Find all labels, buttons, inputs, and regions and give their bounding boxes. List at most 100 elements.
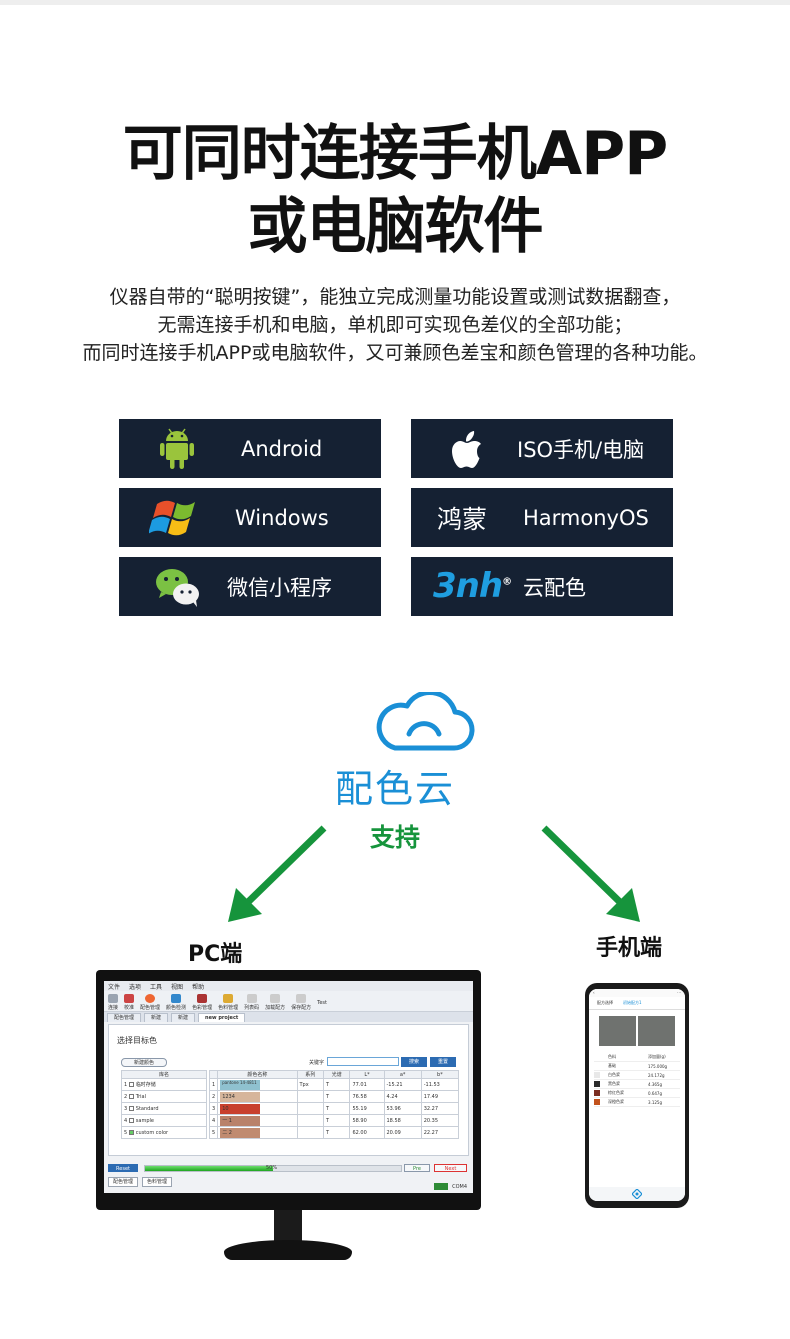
save-icon — [296, 994, 307, 1003]
pigment-swatch — [594, 1099, 600, 1105]
library-row[interactable]: 5 custom color — [121, 1126, 207, 1139]
toolbar-test-button[interactable]: Test — [317, 1000, 327, 1011]
pigment-name: 白色浆 — [608, 1072, 620, 1077]
checkbox-checked[interactable] — [128, 1129, 134, 1135]
platform-3nh-label: 云配色 — [523, 575, 586, 600]
menu-view[interactable]: 视图 — [171, 983, 184, 991]
cell-spectrum: T — [322, 1102, 351, 1115]
table-row[interactable]: 3 10 T 55.19 53.96 32.27 — [208, 1102, 460, 1115]
tab-new-1[interactable]: 新建 — [144, 1013, 169, 1022]
menu-file[interactable]: 文件 — [108, 983, 121, 991]
back-icon[interactable]: ‹ — [593, 990, 595, 995]
reset-small-button[interactable]: Reset — [108, 1164, 138, 1172]
library-row[interactable]: 3 Standard — [121, 1102, 207, 1115]
toolbar-list-button[interactable]: 列表码 — [244, 994, 259, 1011]
toolbar-connect-button[interactable]: 连接 — [108, 994, 118, 1011]
standard-swatch — [598, 1015, 637, 1047]
more-icon[interactable]: ⋯ — [677, 990, 681, 995]
toolbar-color-label: 色彩管理 — [192, 1005, 213, 1011]
android-icon — [160, 428, 194, 469]
toolbar-load-button[interactable]: 加载配方 — [265, 994, 285, 1011]
tab-new-2[interactable]: 新建 — [171, 1013, 196, 1022]
wechat-icon — [156, 569, 199, 607]
checkbox[interactable] — [128, 1093, 134, 1099]
table-row[interactable]: 5 二 2 T 62.00 20.09 22.27 — [208, 1126, 460, 1139]
progress-fill — [145, 1166, 273, 1171]
pigment-amount: 添加量(g) — [648, 1054, 666, 1059]
status-bar: COM4 — [434, 1183, 467, 1190]
pc-software-screen: 文件 选项 工具 视图 帮助 连接 校准 配色管理 颜色检测 色彩管理 色料管理… — [104, 981, 473, 1193]
description-line3: 而同时连接手机APP或电脑软件，又可兼顾色差宝和颜色管理的各种功能。 — [82, 342, 708, 364]
cell-b: 20.35 — [420, 1114, 460, 1127]
library-row[interactable]: 1 临时存储 — [121, 1078, 207, 1091]
next-button[interactable]: Next — [434, 1164, 467, 1172]
platform-wechat-label: 微信小程序 — [227, 575, 332, 600]
toolbar-material-button[interactable]: 色料管理 — [218, 994, 238, 1011]
apple-icon — [452, 431, 481, 468]
library-row[interactable]: 2 Trial — [121, 1090, 207, 1103]
bottom-tab-material[interactable]: 色料管理 — [142, 1177, 173, 1187]
platform-ios-label: ISO手机/电脑 — [517, 437, 645, 462]
progress-bar — [144, 1165, 402, 1172]
menu-help[interactable]: 帮助 — [192, 983, 205, 991]
material-icon — [223, 994, 234, 1003]
library-header: 库名 — [121, 1070, 207, 1079]
platform-wechat: 微信小程序 — [119, 557, 381, 616]
app-main-panel: 选择目标色 新建颜色 关键字 搜索 重置 库名 1 临时存储 2 Trial 3… — [108, 1024, 469, 1156]
platform-3nh: 3nh® 云配色 — [411, 557, 673, 616]
cell-a: 20.09 — [383, 1126, 422, 1139]
cloud-service-name: 配色云 — [334, 767, 455, 811]
home-diamond-icon[interactable] — [632, 1189, 642, 1199]
cell-l: 77.01 — [349, 1078, 385, 1091]
library-row[interactable]: 4 sample — [121, 1114, 207, 1127]
color-manage-icon — [197, 994, 208, 1003]
col-series: 系列 — [296, 1070, 324, 1079]
phone-tab-formula[interactable]: 初始配方1 — [623, 1000, 642, 1005]
checkbox[interactable] — [128, 1082, 134, 1087]
color-swatch: 一 1 — [220, 1115, 261, 1126]
col-a: a* — [383, 1070, 422, 1079]
pigment-swatch — [594, 1081, 600, 1087]
toolbar-formula-button[interactable]: 配色管理 — [140, 994, 160, 1011]
connect-icon — [108, 994, 118, 1003]
bottom-tab-formula[interactable]: 配色管理 — [108, 1177, 139, 1187]
calibrate-icon — [124, 994, 135, 1003]
checkbox[interactable] — [128, 1117, 134, 1123]
reset-button[interactable]: 重置 — [430, 1057, 456, 1067]
tab-formula[interactable]: 配色管理 — [107, 1013, 142, 1022]
toolbar-calibrate-button[interactable]: 校准 — [124, 994, 134, 1011]
table-row[interactable]: 2 1234 T 76.58 4.24 17.49 — [208, 1090, 460, 1103]
tab-new-project[interactable]: new project — [198, 1013, 246, 1022]
cell-l: 76.58 — [349, 1090, 385, 1103]
table-row[interactable]: 4 一 1 T 58.90 18.58 20.35 — [208, 1114, 460, 1127]
checkbox[interactable] — [128, 1105, 134, 1111]
toolbar-save-button[interactable]: 保存配方 — [291, 994, 311, 1011]
menu-options[interactable]: 选项 — [129, 983, 142, 991]
cell-series: Tpx — [296, 1078, 324, 1091]
app-menu-bar: 文件 选项 工具 视图 帮助 — [104, 981, 473, 991]
status-port: COM4 — [452, 1183, 467, 1190]
keyword-input[interactable] — [327, 1057, 399, 1066]
color-compare-block — [598, 1015, 676, 1047]
toolbar-detect-button[interactable]: 颜色检测 — [166, 994, 186, 1011]
phone-label: 手机端 — [596, 936, 663, 961]
menu-tools[interactable]: 工具 — [150, 983, 163, 991]
cell-series — [296, 1090, 324, 1103]
phone-tab-select[interactable]: 配方选择 — [597, 1000, 613, 1005]
new-color-button[interactable]: 新建颜色 — [121, 1058, 167, 1067]
app-toolbar: 连接 校准 配色管理 颜色检测 色彩管理 色料管理 列表码 加载配方 保存配方 … — [104, 991, 473, 1012]
col-name: 颜色名称 — [217, 1070, 298, 1079]
cloud-icon — [376, 692, 475, 751]
monitor: 文件 选项 工具 视图 帮助 连接 校准 配色管理 颜色检测 色彩管理 色料管理… — [96, 970, 481, 1210]
prev-button[interactable]: Pre — [404, 1164, 430, 1172]
table-row[interactable]: 1 pantone 14-4811 Tpx T 77.01 -15.21 -11… — [208, 1078, 460, 1091]
cell-b: 17.49 — [420, 1090, 460, 1103]
toolbar-color-button[interactable]: 色彩管理 — [192, 994, 212, 1011]
arrow-to-pc-icon — [228, 825, 327, 922]
search-button[interactable]: 搜索 — [401, 1057, 427, 1067]
